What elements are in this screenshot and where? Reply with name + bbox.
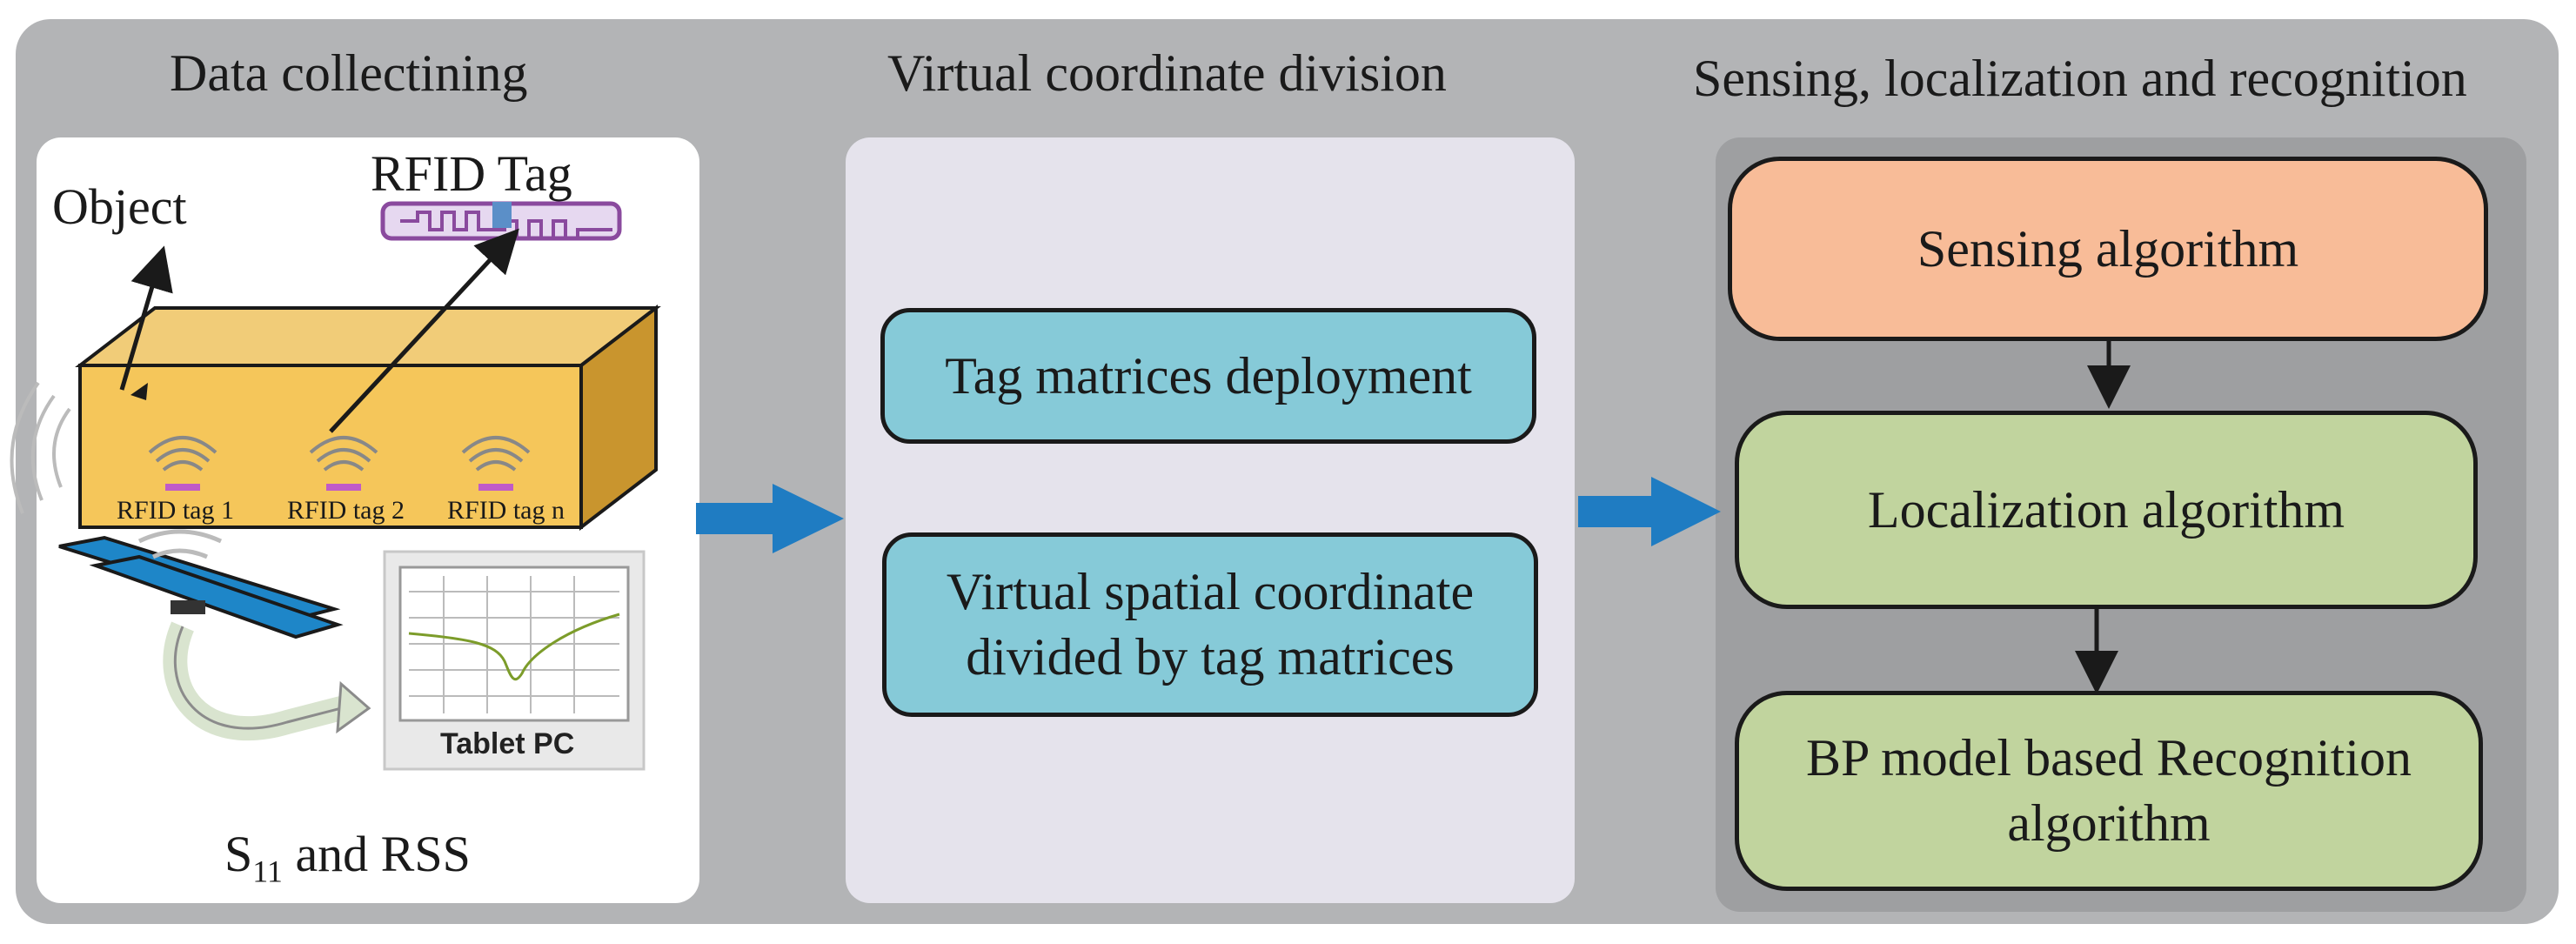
- virtual-coordinate-panel: [846, 137, 1575, 903]
- signal-rest: and RSS: [282, 826, 471, 882]
- localization-algorithm-box: Localization algorithm: [1735, 411, 2478, 609]
- tag-1-label: RFID tag 1: [117, 496, 234, 525]
- tag-2-label: RFID tag 2: [287, 496, 405, 525]
- sensing-title: Sensing, localization and recognition: [1693, 50, 2467, 107]
- sensing-algorithm-box: Sensing algorithm: [1728, 157, 2488, 341]
- reader-antenna-icon: [58, 535, 344, 639]
- localization-algorithm-text: Localization algorithm: [1867, 480, 2345, 539]
- signal-s: S: [224, 826, 253, 882]
- recognition-algorithm-box: BP model based Recognition algorithm: [1735, 691, 2483, 891]
- rfid-tag-icon: [380, 201, 622, 241]
- reader-signal-icon: [137, 529, 223, 559]
- tag-matrices-box: Tag matrices deployment: [880, 308, 1536, 444]
- signal-subscript: 11: [252, 854, 283, 889]
- box-object: [75, 304, 661, 532]
- flow-arrow-1: [696, 484, 844, 553]
- recognition-line2: algorithm: [2007, 794, 2211, 852]
- tag-matrices-text: Tag matrices deployment: [945, 346, 1472, 405]
- data-collecting-title: Data collectining: [170, 44, 528, 102]
- virtual-coordinate-title: Virtual coordinate division: [887, 44, 1447, 102]
- rfid-tag-label: RFID Tag: [371, 145, 572, 202]
- object-signal-icon: [10, 381, 71, 514]
- tag-n-label: RFID tag n: [447, 496, 565, 525]
- object-pointer-arrow: [119, 245, 173, 391]
- virtual-spatial-line1: Virtual spatial coordinate: [946, 563, 1475, 620]
- data-transfer-arrowhead: [336, 680, 371, 734]
- virtual-spatial-box: Virtual spatial coordinate divided by ta…: [882, 532, 1538, 717]
- flow-arrow-2: [1578, 477, 1721, 546]
- virtual-spatial-line2: divided by tag matrices: [966, 628, 1455, 686]
- tag-wifi-icons: [148, 436, 531, 472]
- recognition-line1: BP model based Recognition: [1805, 729, 2412, 787]
- tablet-pc-icon: [383, 550, 646, 771]
- tag-chips: [165, 484, 513, 491]
- tag-pointer-arrow: [329, 228, 519, 433]
- signal-label: S11 and RSS: [224, 825, 471, 890]
- tablet-pc-label: Tablet PC: [440, 727, 575, 760]
- sensing-algorithm-text: Sensing algorithm: [1917, 219, 2299, 278]
- object-marker-icon: [130, 383, 148, 400]
- object-label: Object: [52, 178, 187, 235]
